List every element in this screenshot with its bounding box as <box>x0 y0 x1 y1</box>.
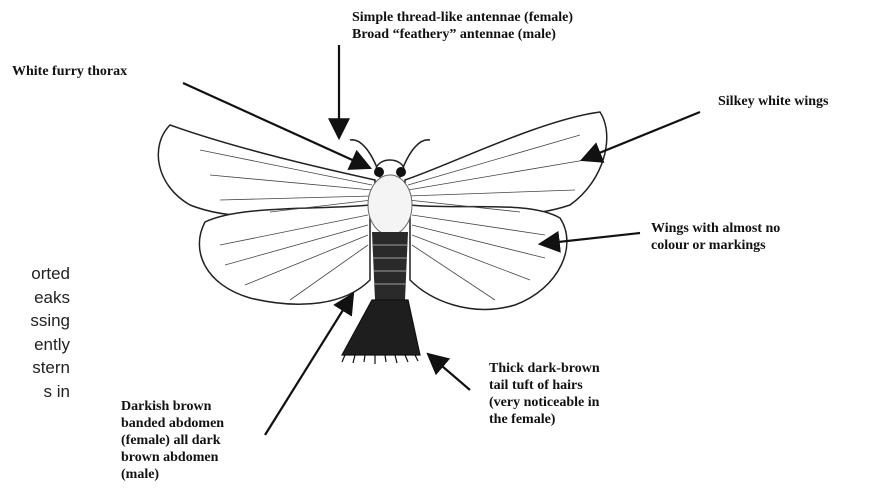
left-eye <box>374 167 384 177</box>
arrow-abdomen <box>265 294 353 435</box>
abdomen <box>372 232 408 300</box>
label-antennae: Simple thread-like antennae (female) Bro… <box>352 9 573 43</box>
label-silky-wings: Silkey white wings <box>718 93 828 110</box>
label-abdomen: Darkish brown banded abdomen (female) al… <box>121 398 224 483</box>
label-wing-markings: Wings with almost no colour or markings <box>651 220 780 254</box>
arrow-tail-tuft <box>428 354 470 390</box>
label-tail-tuft: Thick dark-brown tail tuft of hairs (ver… <box>489 360 600 428</box>
label-thorax: White furry thorax <box>12 63 127 80</box>
tail-tuft <box>342 300 420 364</box>
right-forewing <box>405 112 607 215</box>
thorax <box>368 175 412 235</box>
left-forewing <box>158 125 375 217</box>
right-eye <box>396 167 406 177</box>
